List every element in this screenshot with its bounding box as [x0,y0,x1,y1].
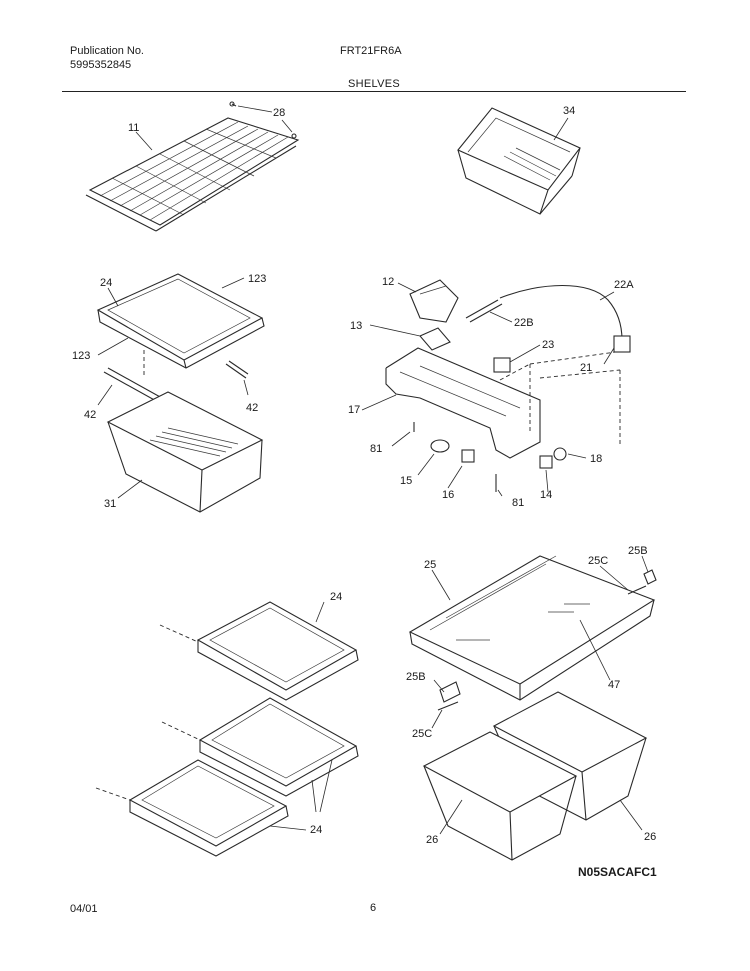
callout-25C-top: 25C [588,555,608,567]
callout-24-lower-top: 24 [330,591,342,603]
lamp-part-15 [430,439,450,453]
screw-part-81 [413,422,497,492]
callout-47: 47 [608,679,620,691]
glass-shelf-part-24-middle [161,697,359,797]
callout-22A: 22A [614,279,634,291]
section-title: SHELVES [348,78,401,90]
capillary-part-22A [499,285,623,341]
callout-23: 23 [542,339,554,351]
callout-25B-top: 25B [628,545,648,557]
glass-shelf-part-24-bottom [95,759,289,857]
knob-part-18 [553,447,567,461]
callout-81-right: 81 [512,497,524,509]
diagram-code: N05SACAFC1 [578,865,657,879]
crisper-cover-part-25 [408,555,656,701]
damper-part-12 [409,279,459,323]
callout-25C-bottom: 25C [412,728,432,740]
crisper-drawer-part-26-left [422,731,578,861]
callout-22B: 22B [514,317,534,329]
callout-42-left: 42 [84,409,96,421]
callout-123-lower: 123 [72,350,90,362]
model-number: FRT21FR6A [340,45,402,57]
callout-123-upper: 123 [248,273,266,285]
callout-26-right: 26 [644,831,656,843]
wire-shelf-part-11 [85,117,300,232]
bracket-part-25B [439,569,657,703]
callout-13: 13 [350,320,362,332]
callout-31: 31 [104,498,116,510]
control-part-21 [613,335,631,353]
callout-18: 18 [590,453,602,465]
callout-21: 21 [580,362,592,374]
callout-12: 12 [382,276,394,288]
callout-24-lower-bottom: 24 [310,824,322,836]
callout-25: 25 [424,559,436,571]
control-housing-part-17 [385,347,631,459]
footer-page: 6 [370,902,377,914]
rod-part-28 [229,101,297,139]
glass-shelf-part-24-upper [96,273,265,369]
switch-part-23 [493,357,511,373]
tube-part-22B [465,299,503,323]
glass-shelf-part-24-top [159,601,359,701]
publication-label: Publication No. [70,45,144,57]
callout-28: 28 [273,107,285,119]
publication-number: 5995352845 [70,59,132,71]
callout-81-left: 81 [370,443,382,455]
callout-14: 14 [540,489,552,501]
clip-part-25C [437,585,647,711]
callout-15: 15 [400,475,412,487]
footer-date: 04/01 [70,903,98,915]
crisper-part-31 [106,391,264,513]
callout-34: 34 [563,105,575,117]
socket-part-16 [461,449,475,463]
knob-part-14 [539,455,553,469]
bin-part-34 [457,107,581,215]
callout-24-upper: 24 [100,277,112,289]
callout-11: 11 [128,122,139,134]
callout-26-left: 26 [426,834,438,846]
baffle-part-13 [419,327,451,351]
callout-42-right: 42 [246,402,258,414]
callout-25B-bottom: 25B [406,671,426,683]
callout-16: 16 [442,489,454,501]
header-rule [62,91,686,92]
callout-17: 17 [348,404,360,416]
